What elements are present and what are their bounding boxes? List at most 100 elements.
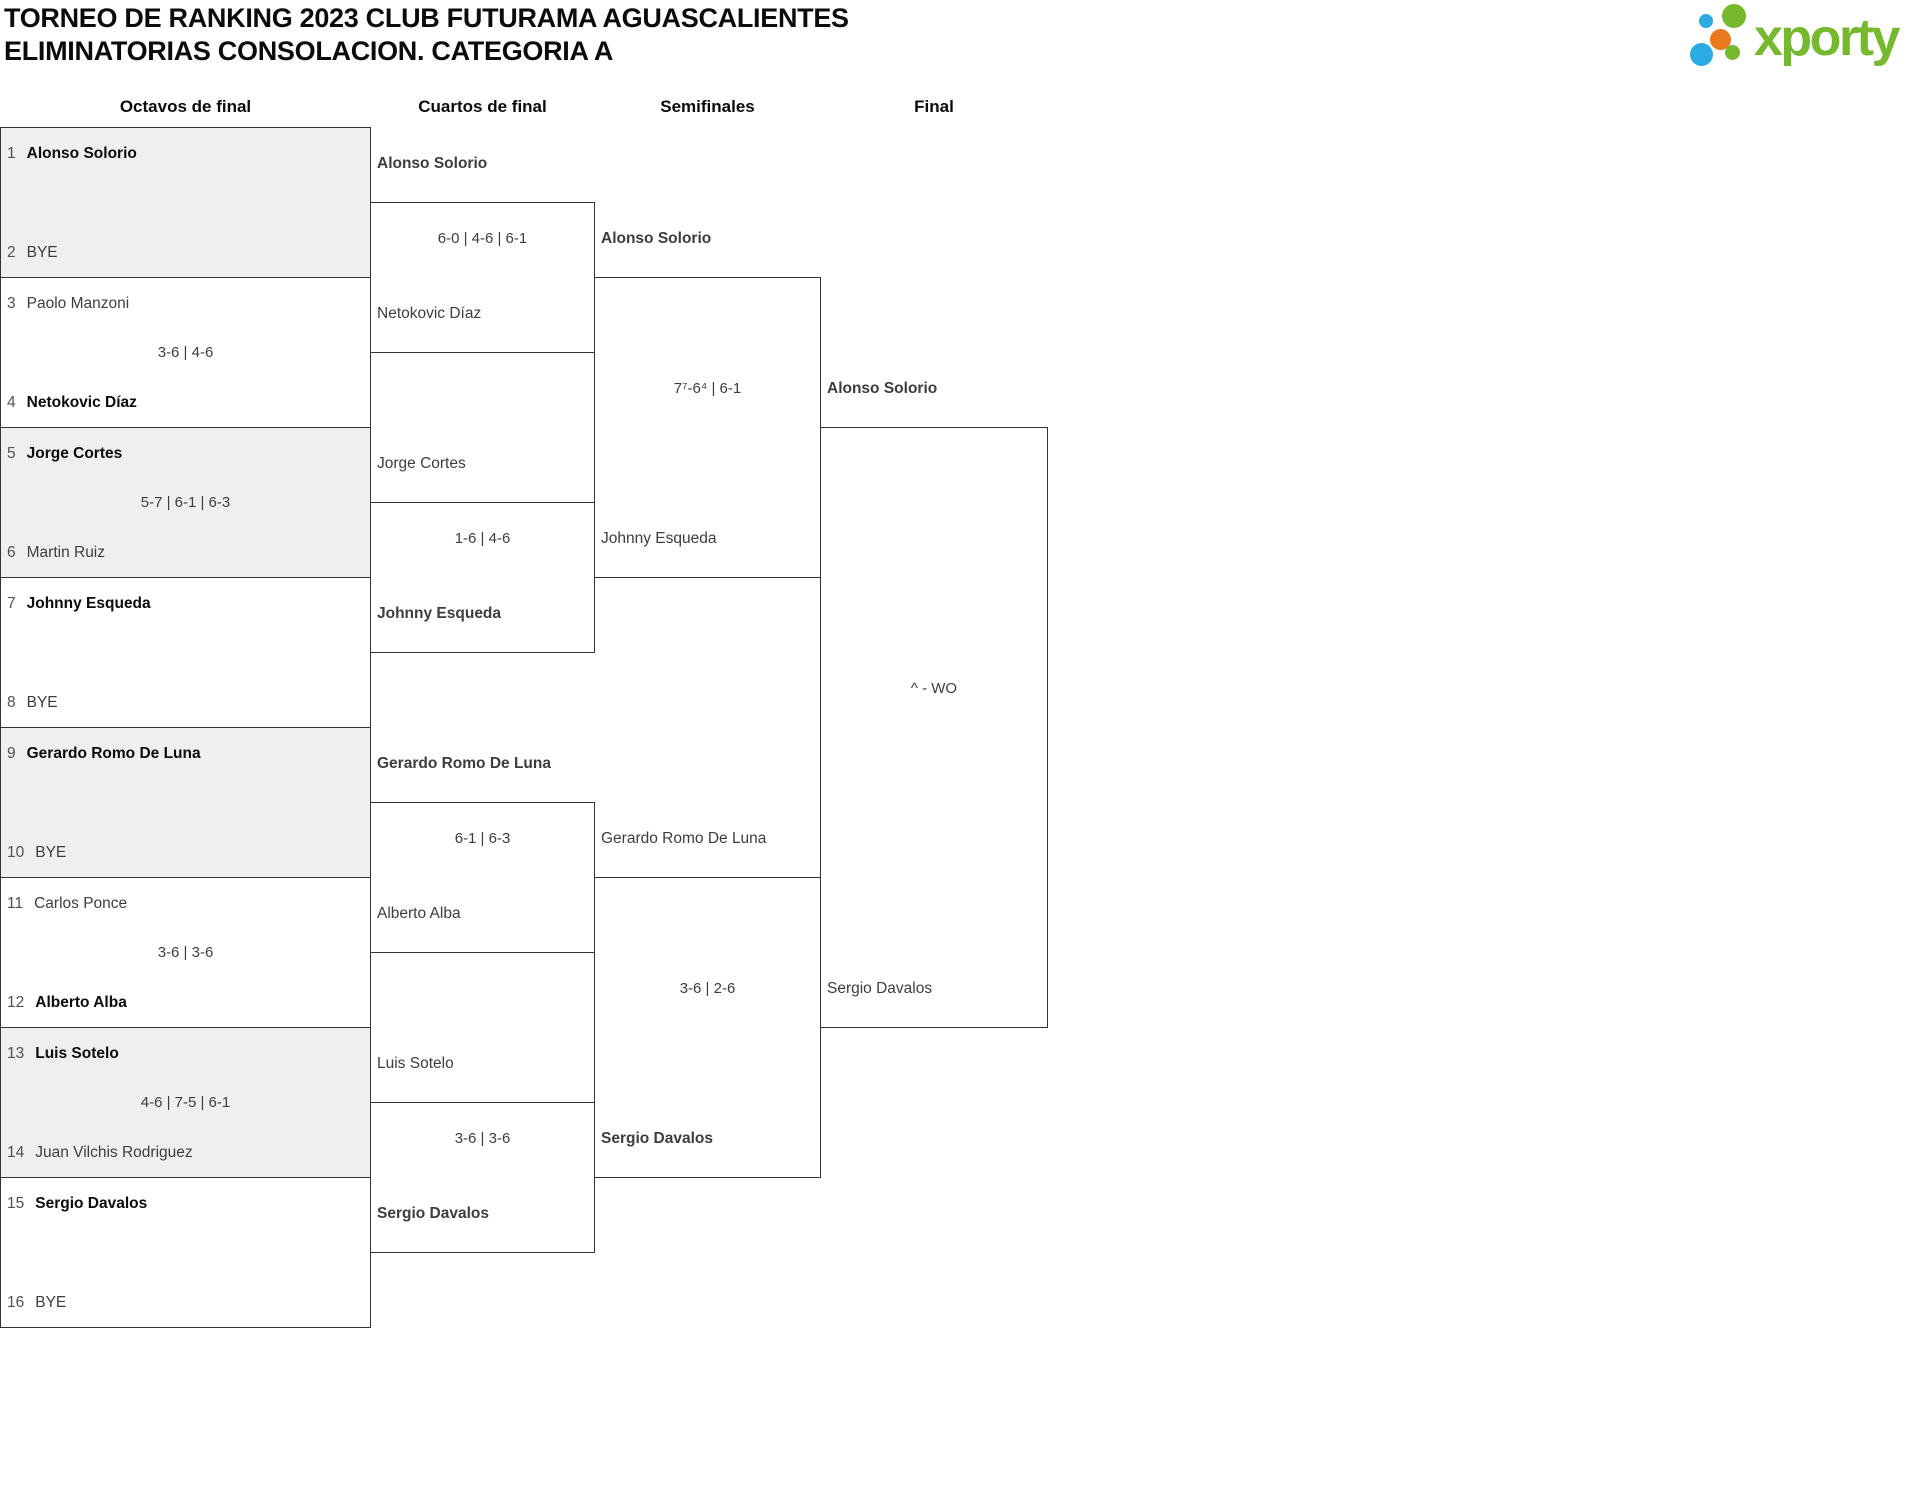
player-name: Gerardo Romo De Luna xyxy=(377,755,551,772)
player-row: 12 Alberto Alba xyxy=(7,990,366,1016)
seed-number: 13 xyxy=(7,1045,25,1062)
player-name: Netokovic Díaz xyxy=(377,305,482,322)
match-score: 6-0 | 4-6 | 6-1 xyxy=(437,230,528,247)
r16-match-6: 11 Carlos Ponce 3-6 | 3-6 12 Alberto Alba xyxy=(0,877,371,1028)
seed-number: 12 xyxy=(7,994,25,1011)
match-score xyxy=(1,190,370,216)
player-name: BYE xyxy=(26,694,58,711)
qf-match-3-box xyxy=(370,802,595,953)
player-name: Alonso Solorio xyxy=(26,145,137,162)
match-score: 4-6 | 7-5 | 6-1 xyxy=(140,1094,231,1111)
player-name: Carlos Ponce xyxy=(34,895,128,912)
player-row: 6 Martin Ruiz xyxy=(7,540,366,566)
seed-number: 2 xyxy=(7,244,16,261)
seed-number: 5 xyxy=(7,445,16,462)
round-header-semifinales: Semifinales xyxy=(660,97,755,116)
player-name: Alberto Alba xyxy=(377,905,461,922)
player-name: Jorge Cortes xyxy=(26,445,123,462)
sf-match-2-box xyxy=(594,877,821,1178)
player-name: Alberto Alba xyxy=(35,994,127,1011)
match-score: 6-1 | 6-3 xyxy=(454,830,511,847)
xporty-logo: xporty xyxy=(1688,0,1920,70)
qf-match-2-box xyxy=(370,502,595,653)
player-name: Sergio Davalos xyxy=(601,1130,713,1147)
match-score: 3-6 | 4-6 xyxy=(157,344,214,361)
seed-number: 7 xyxy=(7,595,16,612)
r16-match-4: 7 Johnny Esqueda 8 BYE xyxy=(0,577,371,728)
tournament-title: TORNEO DE RANKING 2023 CLUB FUTURAMA AGU… xyxy=(4,2,849,68)
player-row: 8 BYE xyxy=(7,690,366,716)
round-header-cuartos: Cuartos de final xyxy=(418,97,547,116)
logo-dot-green-small xyxy=(1725,45,1740,60)
title-line-2: ELIMINATORIAS CONSOLACION. CATEGORIA A xyxy=(4,36,614,66)
player-name: Johnny Esqueda xyxy=(601,530,717,547)
match-score: 5-7 | 6-1 | 6-3 xyxy=(140,494,231,511)
player-row: 14 Juan Vilchis Rodriguez xyxy=(7,1140,366,1166)
r16-match-8: 15 Sergio Davalos 16 BYE xyxy=(0,1177,371,1328)
seed-number: 15 xyxy=(7,1195,25,1212)
player-name: Sergio Davalos xyxy=(377,1205,489,1222)
player-row: 9 Gerardo Romo De Luna xyxy=(7,741,366,767)
seed-number: 10 xyxy=(7,844,25,861)
seed-number: 11 xyxy=(7,895,24,912)
player-row: 15 Sergio Davalos xyxy=(7,1191,366,1217)
match-score xyxy=(1,640,370,666)
seed-number: 14 xyxy=(7,1144,25,1161)
player-row: 13 Luis Sotelo xyxy=(7,1041,366,1067)
round-header-final: Final xyxy=(914,97,954,116)
round-header-octavos: Octavos de final xyxy=(119,97,252,116)
player-name: Johnny Esqueda xyxy=(377,605,502,622)
player-name: Jorge Cortes xyxy=(377,455,466,472)
match-score xyxy=(1,790,370,816)
player-name: BYE xyxy=(35,1294,67,1311)
player-row: 5 Jorge Cortes xyxy=(7,441,366,467)
logo-dot-blue-big xyxy=(1690,43,1713,66)
logo-dot-blue-small xyxy=(1699,14,1713,28)
player-name: Paolo Manzoni xyxy=(26,295,130,312)
player-name: Sergio Davalos xyxy=(35,1195,148,1212)
match-score-walkover: ^ - WO xyxy=(910,680,958,697)
final-match-box xyxy=(820,427,1048,1028)
player-name: Luis Sotelo xyxy=(377,1055,454,1072)
player-row: 11 Carlos Ponce xyxy=(7,891,366,917)
match-score: 3-6 | 3-6 xyxy=(157,944,214,961)
seed-number: 6 xyxy=(7,544,16,561)
qf-match-1-box xyxy=(370,202,595,353)
seed-number: 16 xyxy=(7,1294,25,1311)
player-name: Johnny Esqueda xyxy=(26,595,151,612)
match-score xyxy=(1,1240,370,1266)
match-score: 3-6 | 3-6 xyxy=(454,1130,511,1147)
match-score: 3-6 | 2-6 xyxy=(679,980,736,997)
qf-match-4-box xyxy=(370,1102,595,1253)
seed-number: 8 xyxy=(7,694,16,711)
r16-match-3: 5 Jorge Cortes 5-7 | 6-1 | 6-3 6 Martin Ru… xyxy=(0,427,371,578)
player-row: 1 Alonso Solorio xyxy=(7,141,366,167)
player-row: 7 Johnny Esqueda xyxy=(7,591,366,617)
match-score: 1-6 | 4-6 xyxy=(454,530,511,547)
title-line-1: TORNEO DE RANKING 2023 CLUB FUTURAMA AGU… xyxy=(4,3,849,33)
match-score: 7⁷-6⁴ | 6-1 xyxy=(673,380,742,397)
player-name: Sergio Davalos xyxy=(827,980,933,997)
player-name: Juan Vilchis Rodriguez xyxy=(35,1144,193,1161)
player-name: Alonso Solorio xyxy=(827,380,938,397)
player-name: Alonso Solorio xyxy=(601,230,712,247)
player-name: Gerardo Romo De Luna xyxy=(601,830,767,847)
player-name: Alonso Solorio xyxy=(377,155,488,172)
r16-match-7: 13 Luis Sotelo 4-6 | 7-5 | 6-1 14 Juan Vil… xyxy=(0,1027,371,1178)
player-name: Luis Sotelo xyxy=(35,1045,119,1062)
player-name: Martin Ruiz xyxy=(26,544,106,561)
player-name: Netokovic Díaz xyxy=(26,394,137,411)
seed-number: 1 xyxy=(7,145,16,162)
logo-dot-orange xyxy=(1710,29,1731,50)
logo-dot-green-big xyxy=(1722,4,1746,28)
seed-number: 9 xyxy=(7,745,16,762)
player-name: Gerardo Romo De Luna xyxy=(26,745,201,762)
